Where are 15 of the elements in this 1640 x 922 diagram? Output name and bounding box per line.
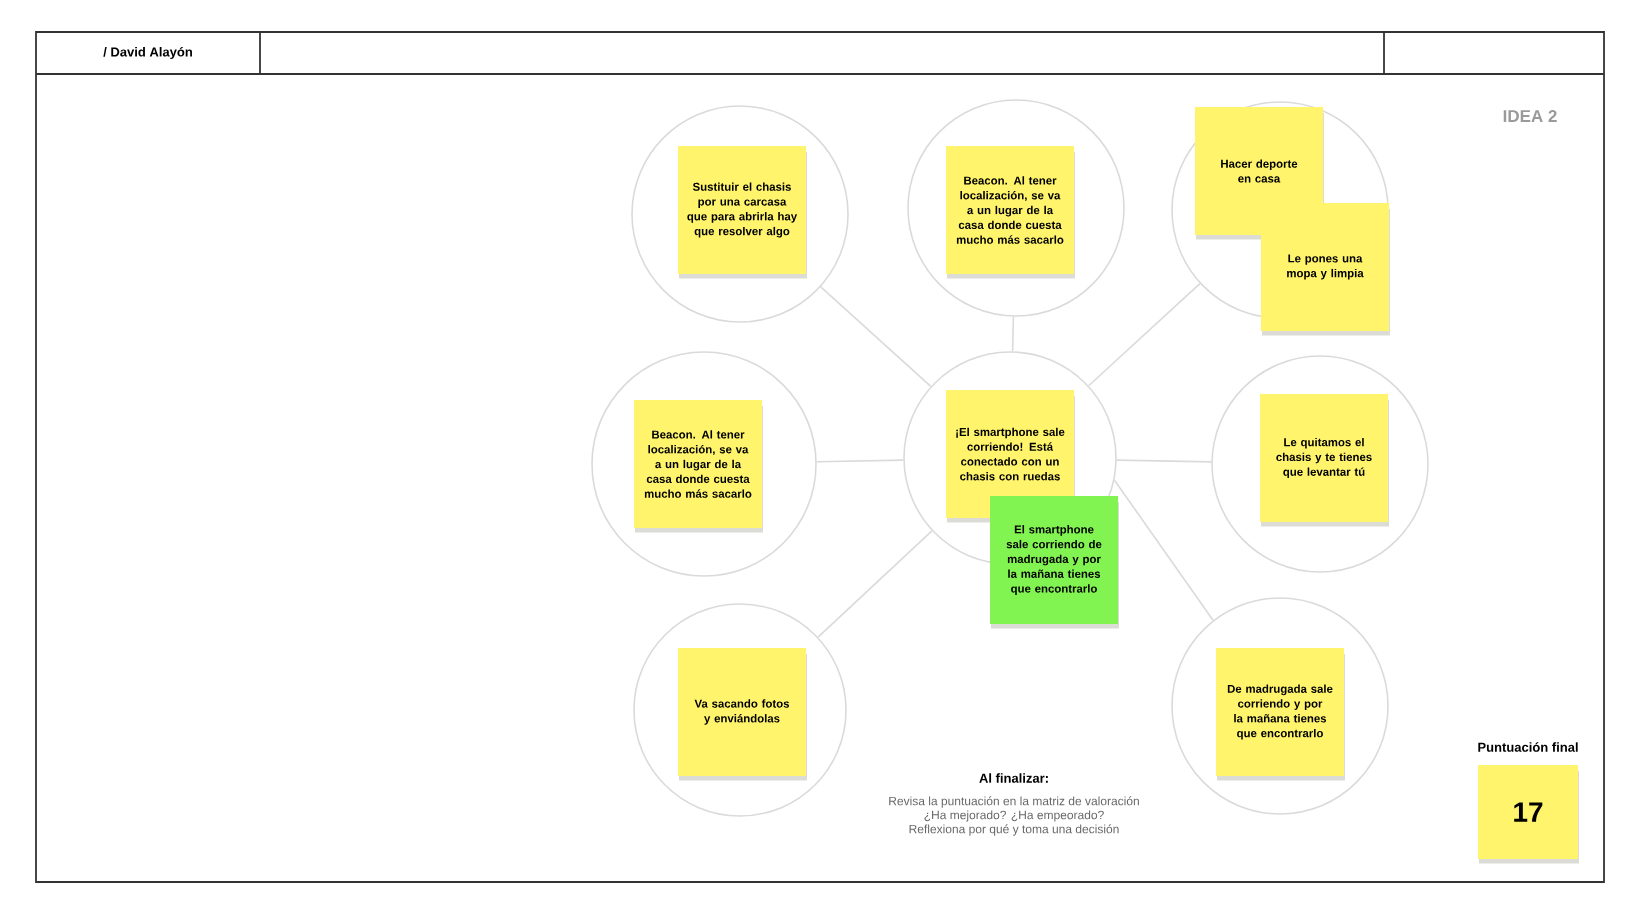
- connector-line: [816, 459, 905, 463]
- circle-outline: [631, 105, 849, 323]
- circle-outline: [633, 603, 847, 817]
- circle-outline: [907, 99, 1125, 317]
- connector-line: [817, 530, 933, 638]
- page-heading: IDEA 2: [1503, 110, 1557, 122]
- connector-line: [1087, 282, 1201, 387]
- connector-line: [1116, 459, 1213, 463]
- circle-outline: [1211, 355, 1429, 573]
- connector-line: [1011, 315, 1015, 353]
- circle-outline: [1171, 597, 1389, 815]
- connector-line: [819, 286, 932, 388]
- circle-outline: [591, 351, 817, 577]
- connector-line: [1113, 479, 1214, 622]
- sticky-note: 17: [1478, 765, 1579, 864]
